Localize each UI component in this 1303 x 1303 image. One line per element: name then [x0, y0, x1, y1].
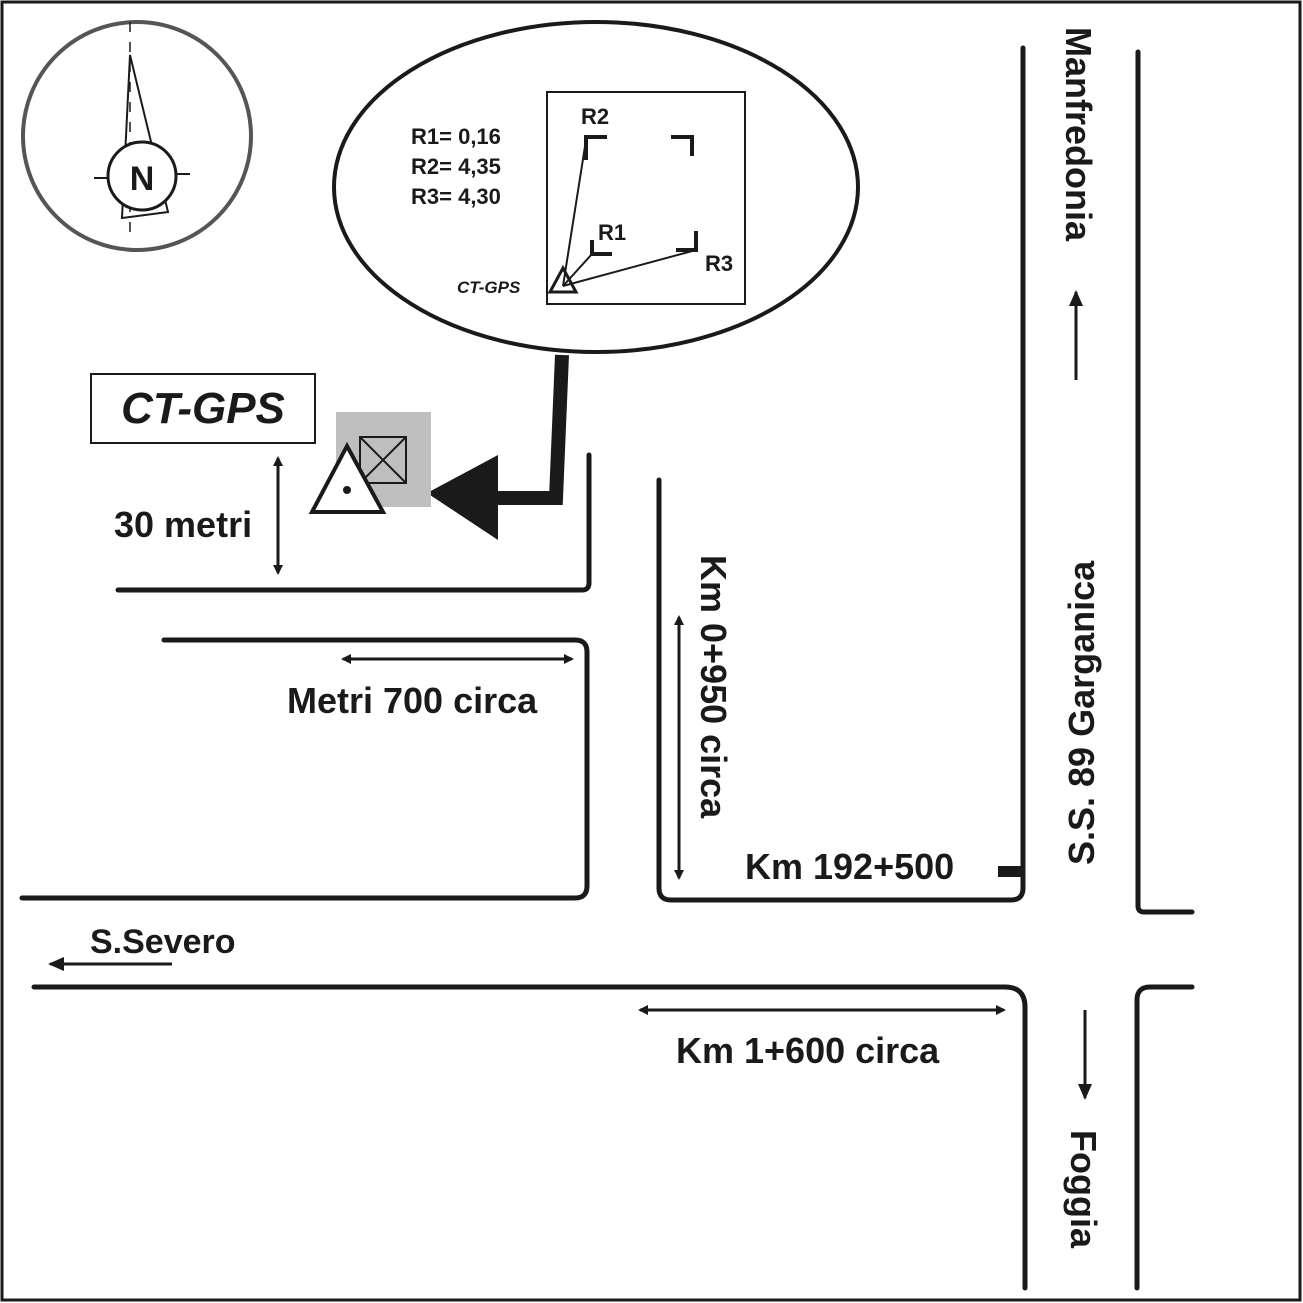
gps-station-triangle-icon [308, 441, 387, 514]
compass: N [21, 20, 253, 252]
pointer-line [496, 354, 569, 505]
label-30-metri: 30 metri [114, 504, 252, 545]
inset-station-label: CT-GPS [457, 278, 521, 297]
pointer-arrowhead-icon [427, 455, 498, 540]
label-km-0-950: Km 0+950 circa [693, 555, 734, 819]
inset-r1-value: R1= 0,16 [411, 124, 501, 149]
inset-r1-label: R1 [598, 220, 626, 245]
label-s-severo: S.Severo [90, 923, 236, 961]
inset-station-icon [547, 264, 579, 294]
label-manfredonia: Manfredonia [1058, 27, 1099, 242]
station-label-box: CT-GPS [90, 373, 316, 444]
label-km-1-600: Km 1+600 circa [676, 1030, 940, 1071]
label-metri-700: Metri 700 circa [287, 680, 538, 721]
station-label: CT-GPS [121, 384, 285, 433]
roads [19, 45, 1195, 1291]
inset-r3-label: R3 [705, 251, 733, 276]
km-marker [998, 866, 1022, 877]
north-label: N [130, 160, 155, 198]
label-ss89: S.S. 89 Garganica [1061, 560, 1102, 865]
label-foggia: Foggia [1063, 1130, 1104, 1249]
reference-inset: R1= 0,16 R2= 4,35 R3= 4,30 R2 R1 R3 CT-G… [332, 20, 860, 354]
boxed-x-icon [359, 436, 407, 484]
north-arrow-icon [120, 54, 170, 220]
label-km-192-500: Km 192+500 [745, 846, 954, 887]
inset-r2-value: R2= 4,35 [411, 154, 501, 179]
inset-r2-label: R2 [581, 104, 609, 129]
inset-r3-value: R3= 4,30 [411, 184, 501, 209]
